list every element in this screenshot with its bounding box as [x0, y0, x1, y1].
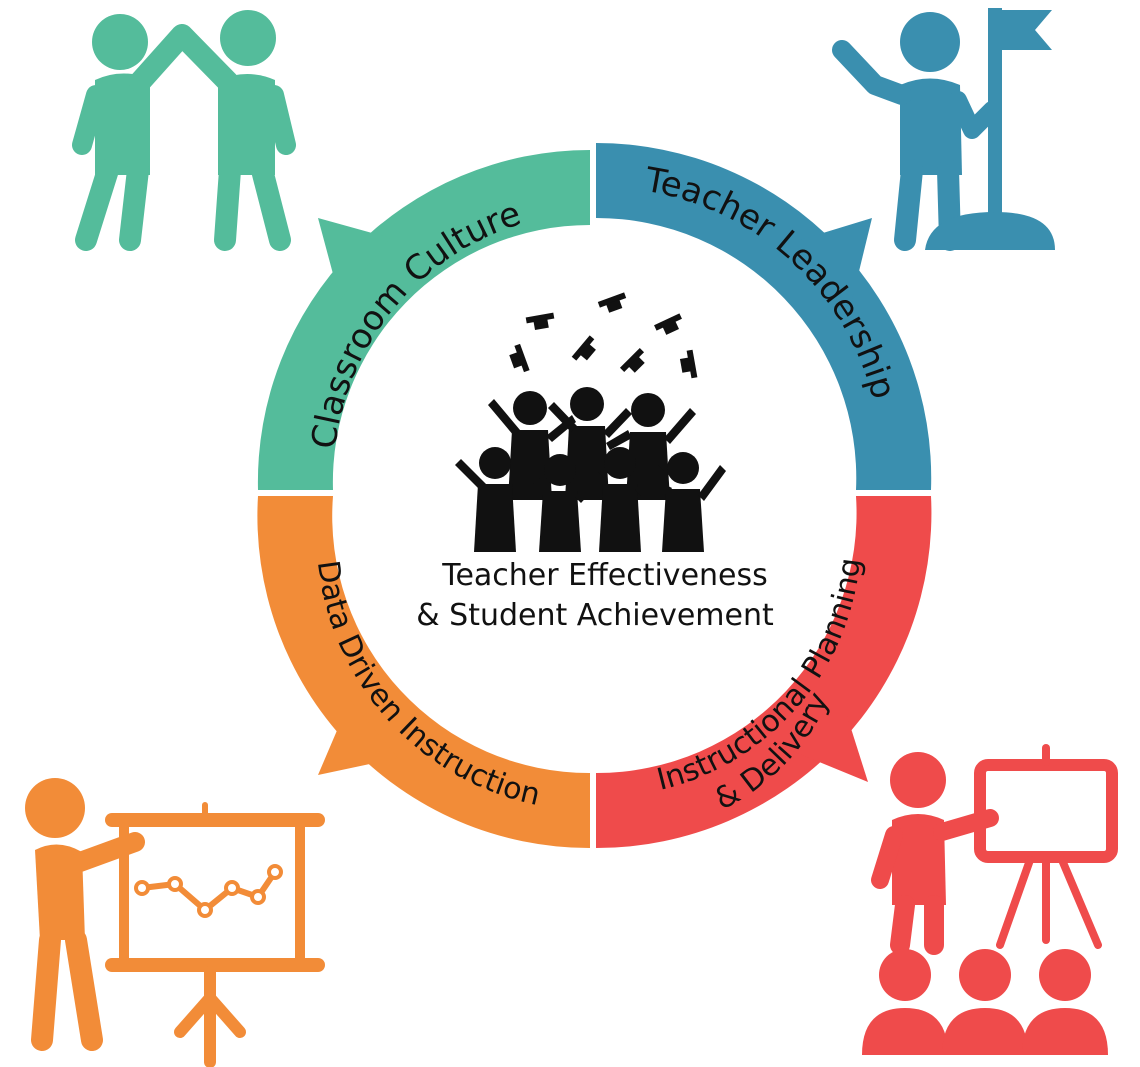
segment-teacher-leadership	[596, 142, 932, 490]
segment-instructional-planning	[596, 496, 932, 849]
graduate-figure	[455, 447, 516, 552]
center-title-line2: & Student Achievement	[416, 598, 774, 633]
graduate-figure	[599, 447, 664, 552]
arrow-teacher-leadership	[800, 218, 872, 300]
teacher-at-easel-with-students-icon	[862, 744, 1118, 1055]
arrow-instructional-planning	[790, 700, 868, 782]
ring	[257, 142, 932, 849]
graduate-figure	[648, 452, 726, 552]
arrow-classroom-culture	[318, 218, 390, 300]
segment-classroom-culture	[257, 149, 590, 490]
graduate-figure	[522, 454, 604, 552]
high-five-people-icon	[72, 10, 296, 251]
center-title-line1: Teacher Effectiveness	[441, 558, 768, 593]
arrow-data-driven	[318, 700, 398, 775]
graduates-throwing-caps-icon	[455, 292, 726, 552]
presenter-with-chart-icon	[25, 778, 325, 1067]
segment-data-driven	[257, 496, 590, 849]
flying-caps	[509, 292, 698, 379]
person-with-flag-icon	[832, 8, 1055, 251]
